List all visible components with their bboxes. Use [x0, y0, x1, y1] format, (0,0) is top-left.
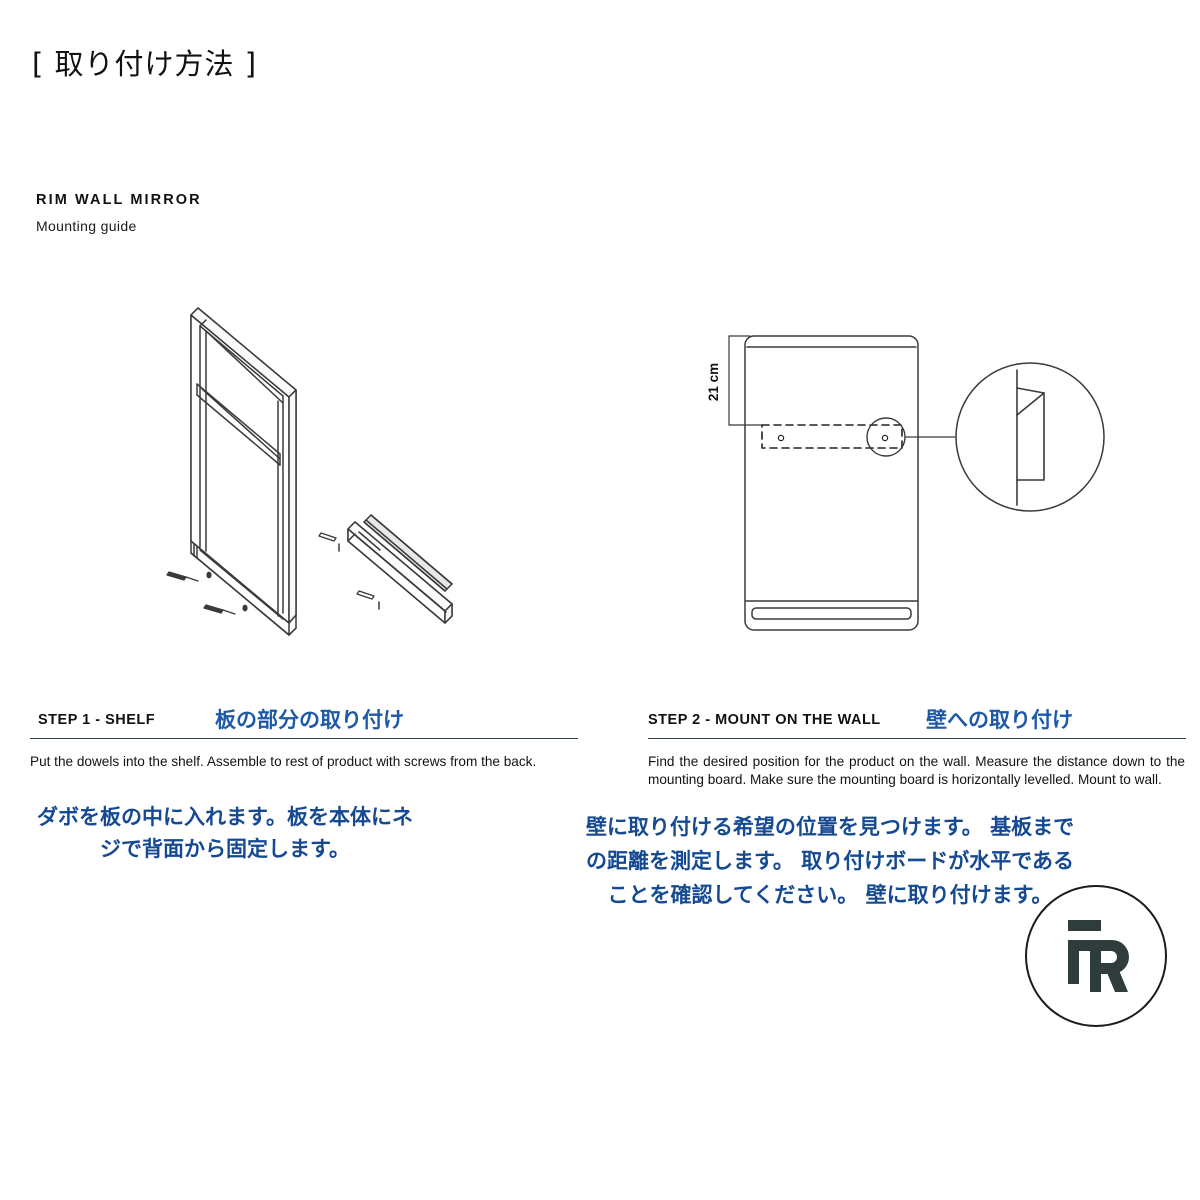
brand-logo [1024, 884, 1168, 1028]
wall-mount-diagram: 21 cm [690, 320, 1190, 665]
screw-icon [203, 604, 236, 615]
shelf-assembly-svg [166, 307, 453, 636]
step-1-label: STEP 1 - SHELF [38, 712, 156, 728]
step-1-section: STEP 1 - SHELF 板の部分の取り付け Put the dowels … [30, 706, 580, 865]
step-1-label-jp: 板の部分の取り付け [215, 708, 404, 732]
rim-monogram-logo-icon [1025, 885, 1167, 1027]
step-2-heading-row: STEP 2 - MOUNT ON THE WALL 壁への取り付け [648, 706, 1188, 736]
step-2-label: STEP 2 - MOUNT ON THE WALL [648, 712, 881, 728]
step-2-divider [648, 738, 1186, 739]
step-2-body-en: Find the desired position for the produc… [648, 754, 1185, 787]
wall-mount-svg: 21 cm [706, 335, 1105, 631]
dowel-icon [356, 590, 375, 600]
screw-icon [166, 571, 199, 582]
step-2-section: STEP 2 - MOUNT ON THE WALL 壁への取り付け Find … [586, 706, 1188, 912]
step-1-heading-row: STEP 1 - SHELF 板の部分の取り付け [30, 706, 580, 736]
shelf-assembly-diagram [150, 285, 460, 660]
product-name: RIM WALL MIRROR [36, 192, 202, 208]
detail-callout-circle [955, 362, 1105, 512]
dimension-label: 21 cm [706, 363, 721, 401]
product-subtitle: Mounting guide [36, 218, 137, 234]
step-1-body-en: Put the dowels into the shelf. Assemble … [30, 754, 537, 769]
step-1-body-jp: ダボを板の中に入れます。板を本体にネジで背面から固定します。 [37, 804, 413, 861]
step-1-divider [30, 738, 578, 739]
dowel-icon [318, 532, 337, 542]
step-2-body-jp: 壁に取り付ける希望の位置を見つけます。 基板までの距離を測定します。 取り付けボ… [585, 815, 1075, 907]
page-title: [ 取り付け方法 ] [32, 47, 258, 81]
step-2-label-jp: 壁への取り付け [926, 708, 1073, 732]
